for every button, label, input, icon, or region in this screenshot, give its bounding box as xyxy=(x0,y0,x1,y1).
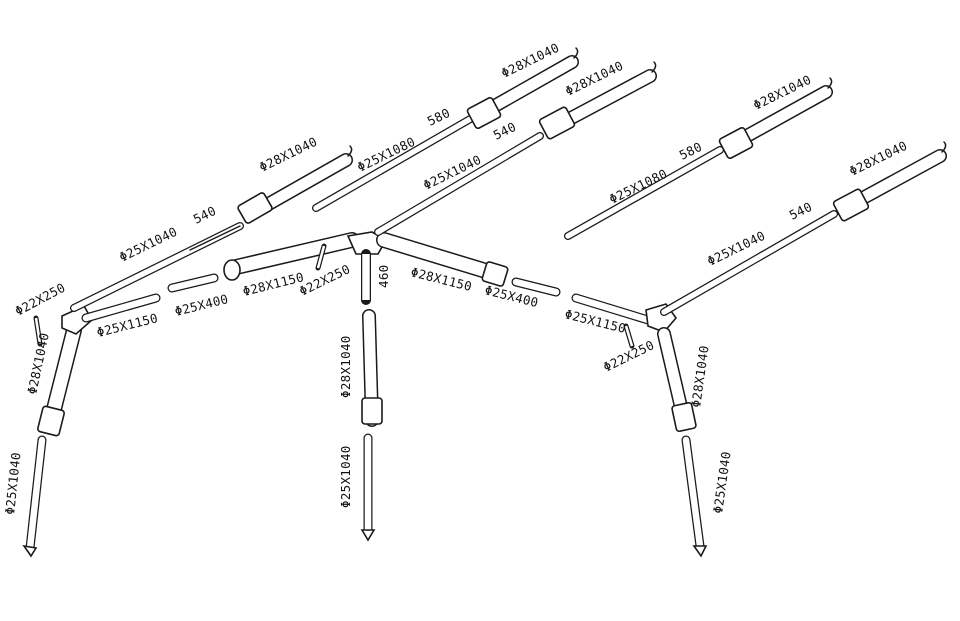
label-left-rafter-len: 540 xyxy=(191,203,219,227)
label-center-strut-len: 580 xyxy=(425,105,453,129)
center-rafter xyxy=(374,132,544,236)
label-center-leg-lower: Φ25X1040 xyxy=(338,445,353,508)
label-right-leg-upper: Φ28X1040 xyxy=(688,344,712,408)
label-right-rafter-len: 540 xyxy=(787,199,815,223)
label-ridge-left-rod: Φ25X400 xyxy=(173,291,230,319)
right-lower-leg xyxy=(681,435,708,558)
label-right-leg-lower: Φ25X1040 xyxy=(710,450,734,514)
ridge-right-bar xyxy=(376,232,509,287)
left-eave-bar xyxy=(81,293,161,323)
label-right-rafter: Φ25X1040 xyxy=(705,228,768,269)
left-hook xyxy=(33,315,43,347)
left-eave-assembly xyxy=(22,145,353,558)
left-upper-leg xyxy=(37,322,82,437)
label-left-hook: Φ22X250 xyxy=(12,280,67,319)
center-lower-leg xyxy=(360,433,376,542)
center-hook xyxy=(315,243,327,271)
center-rafter-upper xyxy=(538,61,657,140)
left-rafter xyxy=(70,222,244,312)
label-left-leg-upper: Φ28X1040 xyxy=(24,331,52,395)
label-center-rafter-len: 540 xyxy=(491,119,519,143)
ridge-left-rod xyxy=(167,273,219,293)
ridge-left-bar xyxy=(223,232,360,281)
right-rafter-upper xyxy=(832,141,947,222)
label-center-hook: Φ22X250 xyxy=(297,261,353,298)
right-eave-assembly xyxy=(564,77,947,558)
label-ridge-left-bar: Φ28X1150 xyxy=(241,269,305,299)
right-upper-leg xyxy=(657,327,697,433)
ridge-right-rod xyxy=(511,277,561,297)
label-left-leg-lower: Φ25X1040 xyxy=(2,451,23,515)
left-rafter-upper xyxy=(237,145,353,224)
center-strut-upper xyxy=(466,47,579,130)
center-strut xyxy=(312,114,476,212)
label-center-leg-upper: Φ28X1040 xyxy=(338,335,353,398)
right-strut xyxy=(564,146,724,240)
left-lower-leg xyxy=(22,435,47,558)
right-rafter xyxy=(660,210,838,316)
right-eave-bar xyxy=(571,293,653,325)
center-ridge-assembly xyxy=(167,47,657,542)
center-upper-leg xyxy=(361,309,383,427)
right-strut-upper xyxy=(718,77,833,160)
label-left-rafter-upper: Φ28X1040 xyxy=(257,134,320,175)
label-center-top-len: 460 xyxy=(376,265,391,288)
right-hook xyxy=(623,323,635,349)
